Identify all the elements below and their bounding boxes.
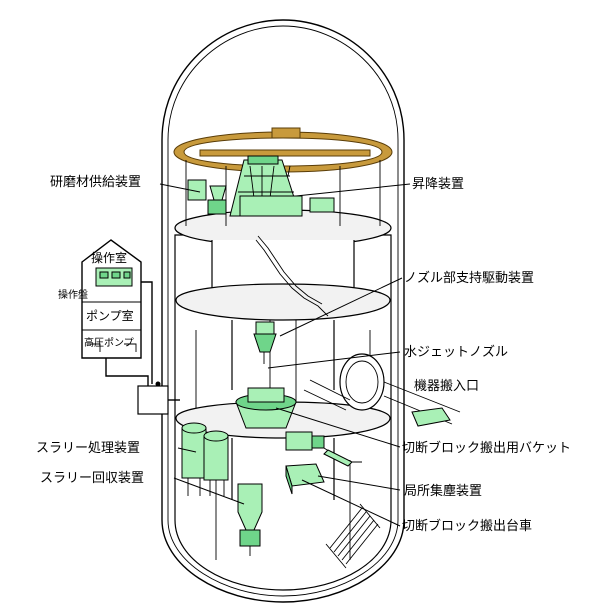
label-lifting-device: 昇降装置: [412, 177, 464, 192]
local-dust-collector: [285, 431, 362, 467]
vessel-shell: [161, 19, 405, 603]
label-dust-collector: 局所集塵装置: [404, 483, 482, 499]
label-pump-room: ポンプ室: [86, 308, 134, 323]
label-equipment-entrance: 機器搬入口: [414, 379, 479, 394]
water-jet-nozzle: [253, 321, 277, 364]
label-operation-room: 操作室: [91, 250, 127, 265]
slurry-recovery-unit: [237, 483, 263, 556]
label-high-pressure-pump: 高圧ポンプ: [84, 336, 134, 349]
label-water-jet-nozzle: 水ジェットノズル: [404, 344, 508, 360]
cutting-block-cart: [285, 463, 325, 495]
label-nozzle-drive: ノズル部支持駆動装置: [404, 270, 534, 286]
entrance-cart: [411, 407, 451, 427]
slurry-treatment-tanks: [181, 422, 229, 496]
label-abrasive-feeder: 研磨材供給装置: [50, 175, 141, 190]
abrasive-feeder: [187, 179, 335, 215]
label-block-cart: 切断ブロック搬出台車: [402, 518, 532, 534]
control-house: [81, 239, 142, 359]
label-operation-panel: 操作盤: [58, 288, 88, 301]
overhead-crane: [173, 127, 393, 226]
cutting-block-bucket: [235, 387, 297, 429]
equipment-entrance-tube: [303, 353, 461, 425]
vessel-inner-shell: [167, 25, 399, 597]
leader-lines: [159, 183, 411, 527]
nozzle-drive-support: [255, 239, 329, 317]
lifting-device: [229, 155, 303, 217]
label-slurry-treatment: スラリー処理装置: [36, 441, 140, 456]
label-slurry-recovery: スラリー回収装置: [40, 471, 144, 486]
piping: [105, 281, 180, 415]
label-bucket: 切断ブロック搬出用バケット: [402, 440, 571, 456]
